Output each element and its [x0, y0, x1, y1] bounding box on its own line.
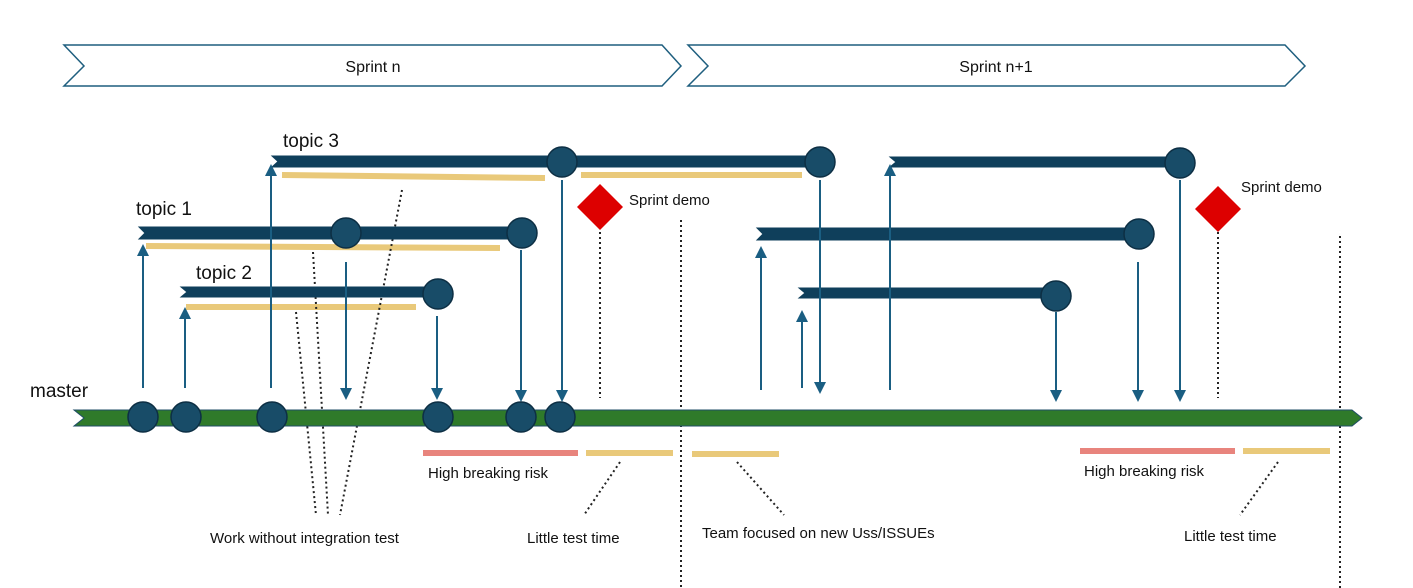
- topic-1-commit: [330, 217, 362, 249]
- master-commit: [256, 401, 288, 433]
- topic-2-label: topic 2: [196, 263, 252, 284]
- master-commit: [505, 401, 537, 433]
- topic-1-label: topic 1: [136, 199, 192, 220]
- sprint-demo-label-2: Sprint demo: [1241, 179, 1322, 196]
- high-breaking-risk-label-2: High breaking risk: [1084, 463, 1205, 480]
- sprint2-commit: [1164, 147, 1196, 179]
- sprint-n-plus-1-label: Sprint n+1: [959, 59, 1032, 76]
- sprint-n-plus-1-chevron: Sprint n+1: [686, 44, 1307, 87]
- sprint-n-label: Sprint n: [345, 59, 400, 76]
- master-commit: [422, 401, 454, 433]
- sprint2-commit: [1040, 280, 1072, 312]
- test-gap-highlights: [145, 172, 1330, 457]
- sprint-n-chevron: Sprint n: [62, 44, 683, 87]
- sprint-demo-label-1: Sprint demo: [629, 192, 710, 209]
- little-test-time-label-1: Little test time: [527, 530, 620, 547]
- commit-nodes: [127, 146, 1196, 433]
- topic-2-branch: [179, 286, 439, 298]
- sprint2-commit: [1123, 218, 1155, 250]
- master-commit: [544, 401, 576, 433]
- topic-1-commit: [506, 217, 538, 249]
- work-without-test-label: Work without integration test: [210, 530, 400, 547]
- feature-branches: [137, 155, 1181, 299]
- sprint-demo-markers: [577, 184, 1241, 232]
- high-breaking-risk-label-1: High breaking risk: [428, 465, 549, 482]
- sprint2-middle-branch: [755, 227, 1139, 241]
- little-test-time-label-2: Little test time: [1184, 528, 1277, 545]
- master-branch: master: [30, 381, 1363, 427]
- topic-2-commit: [422, 278, 454, 310]
- sprint2-top-branch: [888, 156, 1181, 168]
- topic-3-commit: [804, 146, 836, 178]
- sprint2-lower-branch: [797, 287, 1057, 299]
- team-focused-label: Team focused on new Uss/ISSUEs: [702, 525, 935, 542]
- master-commit: [127, 401, 159, 433]
- merge-arrows: [137, 164, 1186, 402]
- topic-3-branch: [270, 155, 821, 168]
- sprint-demo-diamond: [577, 184, 623, 230]
- master-commit: [170, 401, 202, 433]
- sprint-demo-diamond: [1195, 186, 1241, 232]
- topic-3-commit: [546, 146, 578, 178]
- master-label: master: [30, 381, 89, 402]
- topic-3-label: topic 3: [283, 131, 339, 152]
- breaking-risk-bars: [423, 448, 1235, 456]
